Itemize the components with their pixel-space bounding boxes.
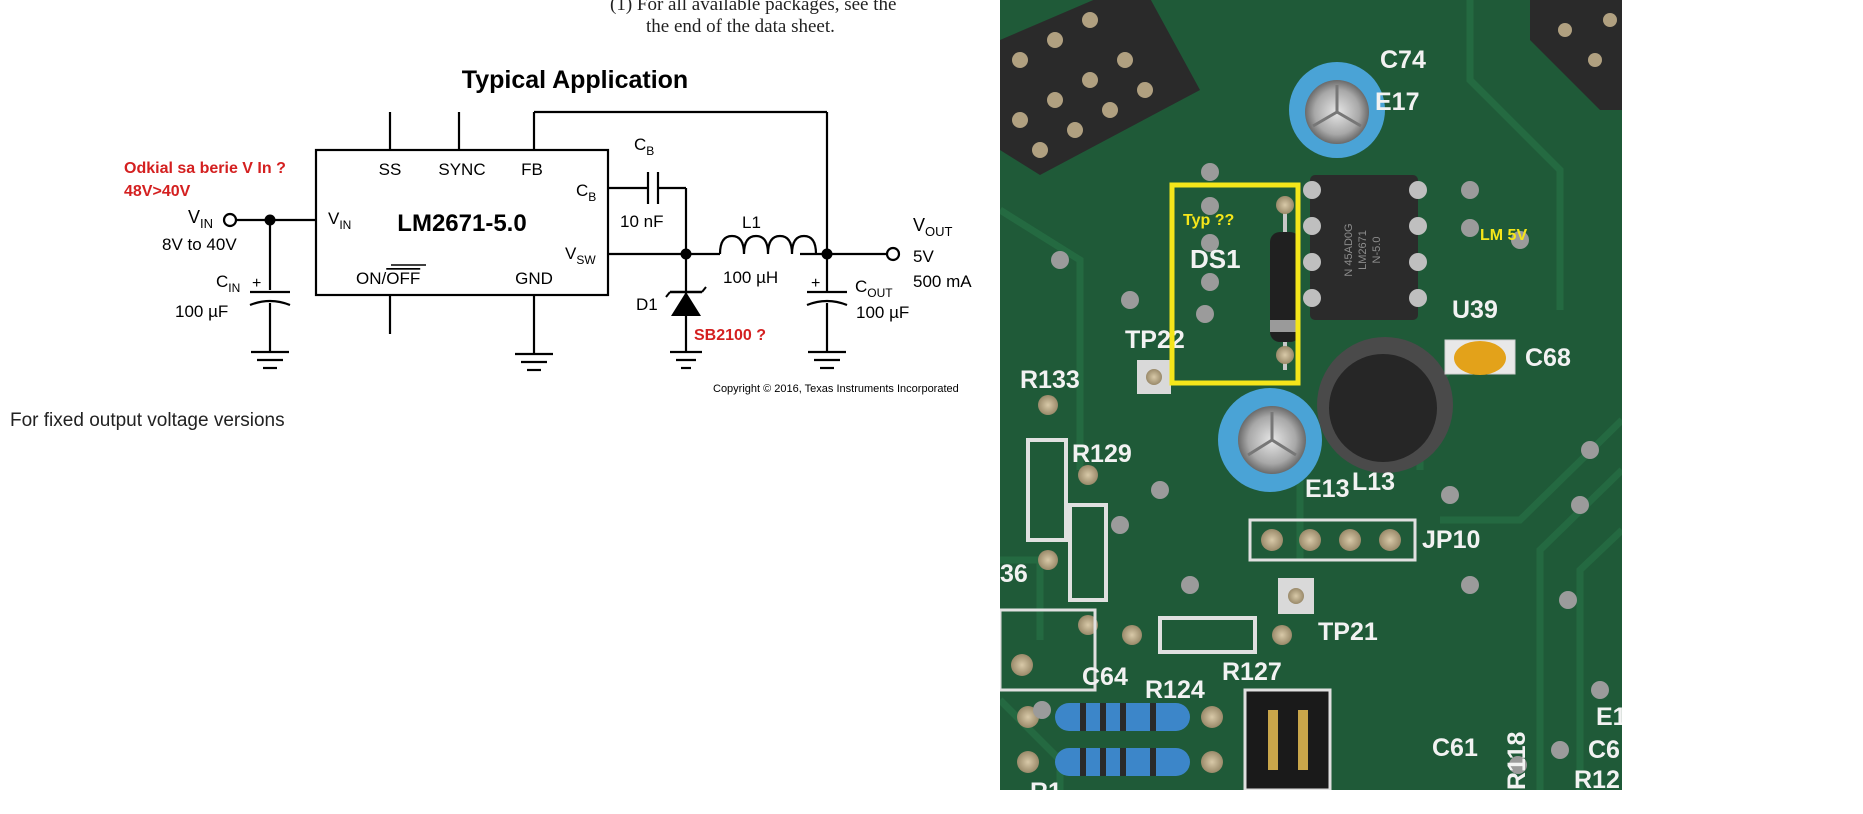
vin-question-annotation: Odkial sa berie V In ? <box>124 160 286 177</box>
pin-cb: CB <box>576 181 596 204</box>
vin-label: VIN <box>188 207 213 231</box>
silk-tp21: TP21 <box>1318 618 1378 646</box>
pin-vin: VIN <box>328 209 351 232</box>
pin-sync: SYNC <box>438 160 485 179</box>
chip-marking-2: LM2671 <box>1357 230 1369 270</box>
silk-c6: C6 <box>1588 736 1620 764</box>
datasheet-footnote: (1) For all available packages, see the … <box>610 0 896 38</box>
silk-l13: L13 <box>1352 468 1395 496</box>
resistor-r133 <box>1026 438 1068 542</box>
diode-ds1 <box>1270 232 1300 342</box>
silk-r36: 36 <box>1000 560 1028 588</box>
cin-label: CIN <box>216 272 240 295</box>
schematic: Typical Application LM2671-5.0 SS SYNC F… <box>124 66 972 395</box>
inductor-value: 100 µH <box>723 268 778 287</box>
cout-value: 100 µF <box>856 303 909 322</box>
chip-marking-3: N-5.0 <box>1371 237 1383 264</box>
silk-c74: C74 <box>1380 46 1426 74</box>
vout-terminal <box>885 246 901 262</box>
ds1-type-annotation: Typ ?? <box>1183 212 1234 229</box>
pin-header-top-right <box>1530 0 1622 110</box>
silk-r1: R1 <box>1030 778 1062 790</box>
silk-ds1: DS1 <box>1190 244 1241 274</box>
connector-bottom <box>1243 688 1332 790</box>
silk-r127: R127 <box>1222 658 1282 686</box>
silk-c68: C68 <box>1525 344 1571 372</box>
pin-gnd: GND <box>515 269 553 288</box>
silk-e1: E1 <box>1596 703 1622 731</box>
cin-plus: + <box>252 275 261 292</box>
silk-c64: C64 <box>1082 663 1128 691</box>
ic-part-number: LM2671-5.0 <box>397 210 526 237</box>
capacitor-c64 <box>1000 608 1097 692</box>
pin-fb: FB <box>521 160 543 179</box>
ic-u39 <box>1310 175 1418 320</box>
vin-range: 8V to 40V <box>162 235 237 254</box>
cout-label: COUT <box>855 277 893 300</box>
cb-value: 10 nF <box>620 212 663 231</box>
copyright-notice: Copyright © 2016, Texas Instruments Inco… <box>713 383 959 395</box>
silk-r133: R133 <box>1020 366 1080 394</box>
inductor-coil <box>718 234 818 255</box>
inductor-label: L1 <box>742 213 761 232</box>
pin-vsw: VSW <box>565 244 596 267</box>
jumper-jp10 <box>1248 518 1417 562</box>
section-caption: For fixed output voltage versions <box>10 410 285 431</box>
silk-r129: R129 <box>1072 440 1132 468</box>
ds1-highlight-box <box>1169 182 1301 386</box>
footnote-line-2: the end of the data sheet. <box>646 16 835 37</box>
silk-c61: C61 <box>1432 734 1478 762</box>
vin-range-annotation: 48V>40V <box>124 183 191 200</box>
diode-symbol <box>671 292 701 316</box>
vin-terminal <box>222 212 238 228</box>
vout-current: 500 mA <box>913 272 972 291</box>
cout-plus: + <box>811 275 820 292</box>
lm-5v-annotation: LM 5V <box>1480 227 1527 244</box>
silk-jp10: JP10 <box>1422 526 1480 554</box>
silk-tp22: TP22 <box>1125 326 1185 354</box>
chip-marking-1: N 45AD0G <box>1343 223 1355 276</box>
pin-on-off: ON/OFF <box>356 269 420 288</box>
silk-r118: R118 <box>1503 732 1531 790</box>
pin-header-top-left <box>1000 0 1200 175</box>
resistor-r127 <box>1158 616 1257 654</box>
diode-question-annotation: SB2100 ? <box>694 327 766 344</box>
silk-e13: E13 <box>1305 475 1349 503</box>
silk-r124: R124 <box>1145 676 1205 704</box>
footnote-line-1: (1) For all available packages, see the <box>610 0 897 15</box>
silk-r12: R12 <box>1574 766 1620 790</box>
vout-voltage: 5V <box>913 247 934 266</box>
cin-value: 100 µF <box>175 302 228 321</box>
schematic-title: Typical Application <box>462 66 688 94</box>
pin-ss: SS <box>379 160 402 179</box>
cb-label: CB <box>634 135 654 158</box>
silk-e17: E17 <box>1375 88 1419 116</box>
pcb-photo: N 45AD0G LM2671 N-5.0 <box>1000 0 1622 790</box>
pcb-board: N 45AD0G LM2671 N-5.0 <box>1000 0 1622 790</box>
vout-label: VOUT <box>913 215 953 239</box>
silk-u39: U39 <box>1452 296 1498 324</box>
resistor-r129 <box>1068 503 1108 602</box>
diode-label: D1 <box>636 295 658 314</box>
datasheet-snippet: (1) For all available packages, see the … <box>0 0 1000 450</box>
resistor-r124 <box>1017 703 1223 776</box>
ic-body <box>314 148 610 297</box>
